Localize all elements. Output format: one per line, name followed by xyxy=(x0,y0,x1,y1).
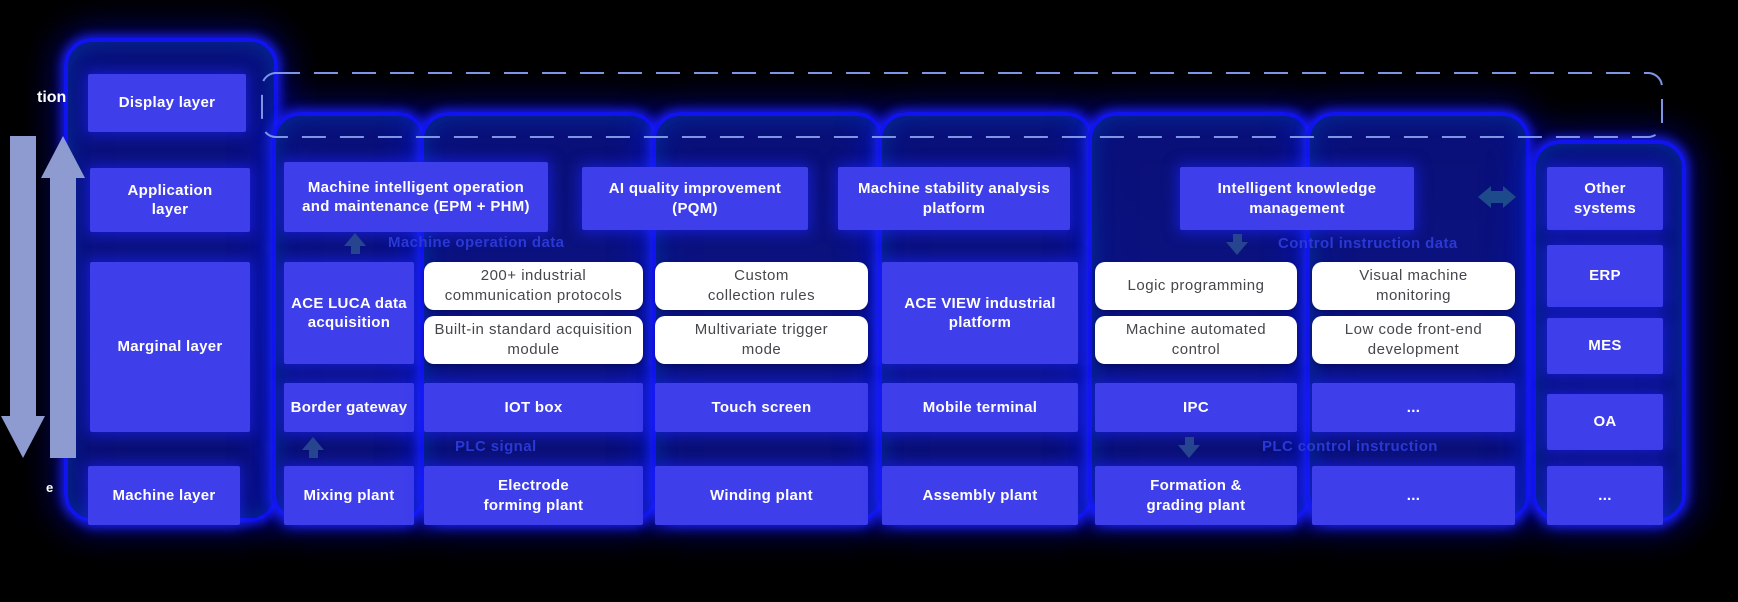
systems-erp: ERP xyxy=(1547,245,1663,307)
machine-mixing-plant: Mixing plant xyxy=(284,466,414,525)
layer-label-application: Application layer xyxy=(90,168,250,232)
app-box-stability-analysis: Machine stability analysis platform xyxy=(838,167,1070,230)
plc-control-down-arrow xyxy=(1178,437,1200,459)
terminal-mobile-terminal: Mobile terminal xyxy=(882,383,1078,432)
control-instruction-data-label: Control instruction data xyxy=(1278,235,1458,252)
machine-electrode-plant: Electrode forming plant xyxy=(424,466,643,525)
display-layer-dashed-region xyxy=(261,72,1663,138)
app-box-pqm: AI quality improvement (PQM) xyxy=(582,167,808,230)
layer-label-marginal: Marginal layer xyxy=(90,262,250,432)
capability-visual-monitoring: Visual machine monitoring xyxy=(1312,262,1515,310)
ace-luca-box: ACE LUCA data acquisition xyxy=(284,262,414,364)
terminal-iot-box: IOT box xyxy=(424,383,643,432)
capability-protocols: 200+ industrial communication protocols xyxy=(424,262,643,310)
capability-low-code: Low code front-end development xyxy=(1312,316,1515,364)
machine-winding-plant: Winding plant xyxy=(655,466,868,525)
plc-signal-label: PLC signal xyxy=(455,438,537,455)
layer-label-machine: Machine layer xyxy=(88,466,240,525)
terminal-ellipsis: ... xyxy=(1312,383,1515,432)
machine-ellipsis: ... xyxy=(1312,466,1515,525)
terminal-border-gateway: Border gateway xyxy=(284,383,414,432)
systems-other: Other systems xyxy=(1547,167,1663,230)
machine-assembly-plant: Assembly plant xyxy=(882,466,1078,525)
systems-ellipsis: ... xyxy=(1547,466,1663,525)
left-edge-text-fragment-bottom: e xyxy=(46,480,54,495)
capability-trigger-mode: Multivariate trigger mode xyxy=(655,316,868,364)
capability-automated-control: Machine automated control xyxy=(1095,316,1297,364)
terminal-touch-screen: Touch screen xyxy=(655,383,868,432)
terminal-ipc: IPC xyxy=(1095,383,1297,432)
app-box-epm-phm: Machine intelligent operation and mainte… xyxy=(284,162,548,232)
systems-oa: OA xyxy=(1547,394,1663,450)
machine-formation-plant: Formation & grading plant xyxy=(1095,466,1297,525)
capability-logic-programming: Logic programming xyxy=(1095,262,1297,310)
systems-mes: MES xyxy=(1547,318,1663,374)
layer-label-display: Display layer xyxy=(88,74,246,132)
control-instruction-down-arrow xyxy=(1226,234,1248,256)
app-box-knowledge-management: Intelligent knowledge management xyxy=(1180,167,1414,230)
plc-control-instruction-label: PLC control instruction xyxy=(1262,438,1438,455)
plc-signal-up-arrow xyxy=(302,437,324,459)
ace-view-box: ACE VIEW industrial platform xyxy=(882,262,1078,364)
capability-acquisition-module: Built-in standard acquisition module xyxy=(424,316,643,364)
left-edge-text-fragment-top: tion xyxy=(37,89,67,106)
machine-operation-up-arrow xyxy=(344,233,366,255)
bidirectional-link-arrow xyxy=(1478,186,1516,208)
capability-collection-rules: Custom collection rules xyxy=(655,262,868,310)
machine-operation-data-label: Machine operation data xyxy=(388,234,565,251)
